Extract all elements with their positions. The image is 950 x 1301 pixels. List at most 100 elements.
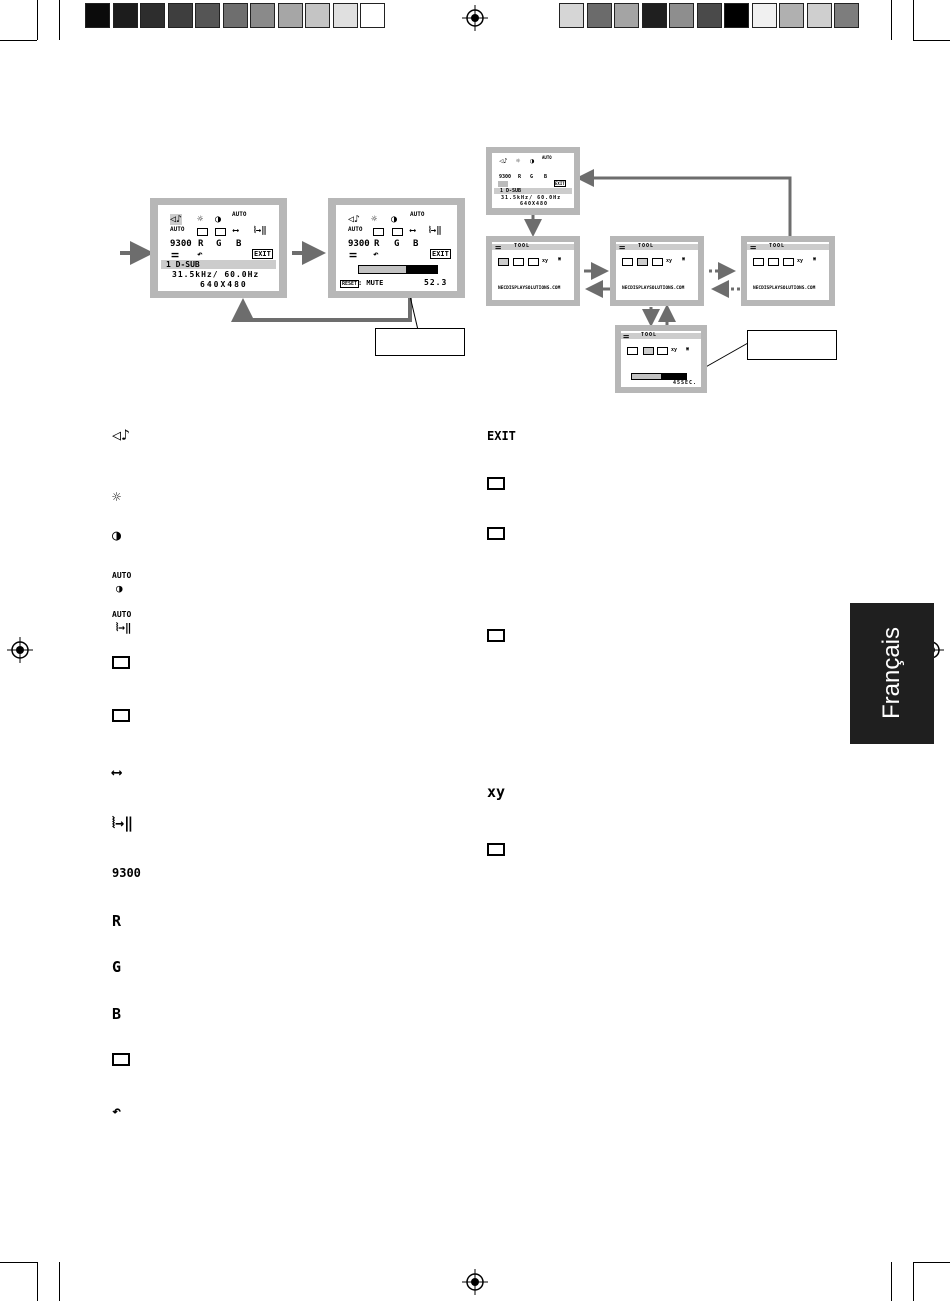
fine-icon: ⦚→‖ [429, 226, 442, 236]
tool-title-bar [747, 244, 829, 250]
green-label: G [530, 174, 534, 180]
color-swatch [360, 3, 385, 28]
color-swatch [85, 3, 110, 28]
timer-value: 45SEC. [673, 380, 698, 386]
blue-label: B [112, 1005, 122, 1023]
color-swatch [751, 3, 777, 28]
crop-mark [59, 0, 60, 40]
fine-icon: ⦚→‖ [112, 813, 133, 832]
color-swatch [586, 3, 612, 28]
crop-mark [891, 1262, 892, 1301]
color-9300-label: 9300 [170, 239, 192, 249]
monitor-info-icon: ▣ [558, 256, 562, 262]
position-icon [373, 228, 384, 236]
down-up-icon [112, 709, 130, 722]
speaker-icon: ◁♪ [170, 214, 183, 225]
contrast-icon: ◑ [530, 157, 535, 165]
crop-mark [913, 0, 914, 40]
color-swatch [696, 3, 722, 28]
red-label: R [198, 239, 204, 249]
hsize-icon: ⟷ [410, 226, 416, 236]
language-icon [622, 258, 633, 266]
crop-mark [913, 1262, 950, 1263]
glyph-box [487, 527, 505, 540]
osd-lockout-icon [487, 629, 505, 642]
crop-mark [913, 40, 950, 41]
exit-label: EXIT [430, 249, 451, 259]
resolution-label: 640X480 [520, 201, 549, 207]
contrast-icon: ◑ [112, 525, 121, 544]
crop-mark [891, 0, 892, 40]
fine-icon: ⦚→‖ [254, 226, 267, 236]
website-label: NECDISPLAYSOLUTIONS.COM [622, 286, 685, 291]
auto-contrast-label: AUTO [112, 571, 132, 580]
crop-mark [0, 1262, 37, 1263]
crop-mark [59, 1262, 60, 1301]
color-swatch [195, 3, 220, 28]
auto-label: AUTO [348, 226, 363, 233]
factory-preset-label: ↶ [112, 1102, 122, 1120]
resolution-notifier-icon: xy [671, 347, 678, 353]
exit-label: EXIT [554, 180, 566, 187]
auto-label: AUTO [410, 211, 425, 218]
color-swatch [724, 3, 749, 28]
sub-glyph: ⦚→‖ [116, 621, 132, 634]
volume-label: ◁♪ [112, 426, 131, 444]
position-icon [197, 228, 208, 236]
osd-volume-screen: ◁♪ ☼ ◑ AUTO AUTO ⟷ ⦚→‖ 9300 R G B ⚌ ↶ EX… [336, 205, 457, 291]
auto-contrast-icon: AUTO◑ [112, 563, 131, 595]
language-tab-label: Français [878, 626, 905, 720]
tool-title: TOOL [514, 243, 531, 249]
color-swatch [779, 3, 804, 28]
volume-bar-empty [406, 265, 438, 274]
color-swatch [112, 3, 138, 28]
red-label: R [112, 912, 122, 930]
tools-highlight [498, 181, 508, 187]
brightness-label: ☼ [112, 488, 122, 506]
tools-icon: ⚌ [750, 243, 757, 251]
color-swatch [305, 3, 330, 28]
tool-title: TOOL [641, 332, 658, 338]
reset-icon: ↶ [373, 250, 379, 260]
color-swatch [806, 3, 832, 28]
red-label: R [518, 174, 522, 180]
tool-title: TOOL [638, 243, 655, 249]
mute-label: : MUTE [358, 279, 384, 287]
brightness-icon: ☼ [371, 214, 378, 225]
volume-value: 52.3 [424, 278, 448, 287]
brightness-icon: ☼ [516, 157, 521, 165]
green-label: G [112, 958, 122, 976]
crop-mark [0, 40, 37, 41]
factory-preset-icon: ↶ [112, 1101, 121, 1120]
contrast-icon: ◑ [391, 214, 398, 225]
h-size-label: ⟷ [112, 763, 122, 781]
color-swatch [834, 3, 859, 28]
green-label: G [394, 239, 400, 249]
frequency-label: 31.5kHz/ 60.0Hz [172, 270, 260, 279]
brightness-icon: ☼ [112, 487, 121, 506]
monitor-info-icon: ▣ [813, 256, 817, 262]
registration-mark-icon [7, 637, 33, 663]
input-bar [161, 260, 276, 269]
auto-label: AUTO [232, 211, 247, 218]
tool-title-bar [621, 333, 701, 339]
frequency-label: 31.5kHz/ 60.0Hz [501, 195, 562, 201]
color-9300-label: 9300 [348, 239, 370, 249]
auto-adjust-label: AUTO [112, 610, 132, 619]
osd-lock-icon [652, 258, 663, 266]
speaker-icon: ◁♪ [499, 157, 508, 165]
blue-icon: B [112, 1004, 121, 1023]
color-swatch [669, 3, 694, 28]
osd-position-icon [637, 258, 648, 266]
reset-icon: ↶ [197, 250, 203, 260]
registration-mark-icon [462, 1269, 488, 1295]
tools-icon: ⚌ [619, 243, 626, 251]
resolution-notifier-icon: xy [666, 258, 673, 264]
color-swatch [641, 3, 667, 28]
osd-lock-icon [783, 258, 794, 266]
crop-mark [37, 0, 38, 40]
volume-icon: ◁♪ [112, 425, 130, 444]
